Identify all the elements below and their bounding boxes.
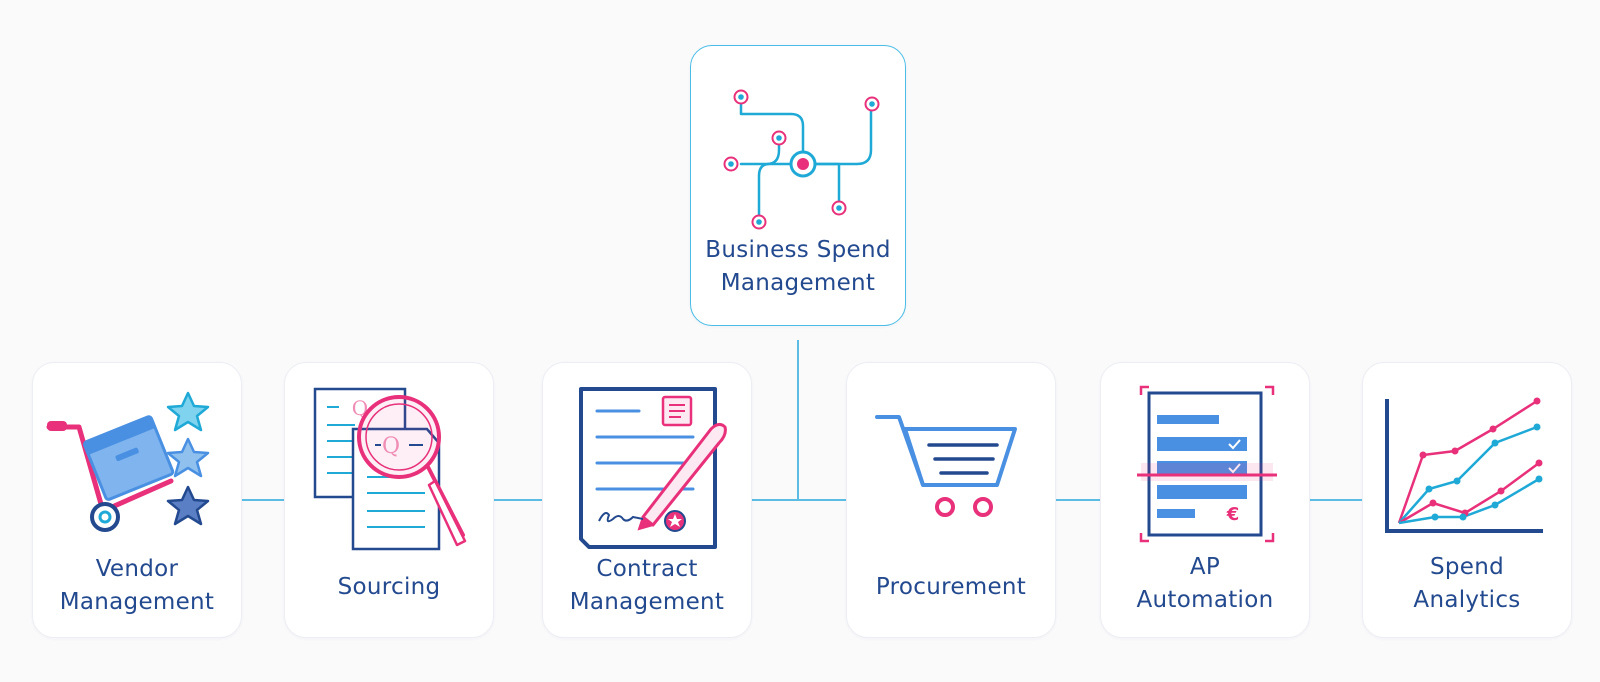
sourcing-label-line1: Sourcing [337, 574, 441, 600]
svg-text:Q: Q [382, 434, 400, 459]
shopping-cart-icon [875, 415, 1017, 517]
sourcing-label: Sourcing [285, 571, 493, 604]
business-spend-management-label: Business Spend Management [691, 234, 905, 300]
hand-truck-stars-icon [46, 391, 210, 532]
ap-label-line2: Automation [1136, 587, 1274, 613]
ap-label-line1: AP [1189, 554, 1221, 580]
procurement-label-line1: Procurement [875, 574, 1027, 600]
contract-management-label: Contract Management [543, 553, 751, 619]
quote-documents-magnifier-icon: Q Q [313, 387, 467, 551]
sourcing-card[interactable]: Q Q So [284, 362, 494, 638]
analytics-label-line2: Analytics [1413, 587, 1521, 613]
signed-contract-icon [579, 387, 727, 549]
spend-analytics-label: Spend Analytics [1363, 551, 1571, 617]
ap-automation-card[interactable]: € AP Automation [1100, 362, 1310, 638]
contract-label-line1: Contract [596, 556, 698, 582]
invoice-scan-icon: € [1137, 385, 1277, 543]
svg-text:€: € [1226, 504, 1240, 525]
vendor-management-label: Vendor Management [33, 553, 241, 619]
vendor-label-line1: Vendor [95, 556, 179, 582]
contract-label-line2: Management [569, 589, 725, 615]
line-chart-icon [1385, 397, 1543, 533]
ap-automation-label: AP Automation [1101, 551, 1309, 617]
network-node-icon [723, 89, 880, 230]
contract-management-card[interactable]: Contract Management [542, 362, 752, 638]
vendor-label-line2: Management [59, 589, 215, 615]
procurement-card[interactable]: Procurement [846, 362, 1056, 638]
vendor-management-card[interactable]: Vendor Management [32, 362, 242, 638]
spend-analytics-card[interactable]: Spend Analytics [1362, 362, 1572, 638]
procurement-label: Procurement [847, 571, 1055, 604]
analytics-label-line1: Spend [1429, 554, 1505, 580]
root-label-line2: Management [720, 270, 876, 296]
business-spend-management-card[interactable]: Business Spend Management [690, 45, 906, 326]
root-label-line1: Business Spend [705, 237, 891, 263]
